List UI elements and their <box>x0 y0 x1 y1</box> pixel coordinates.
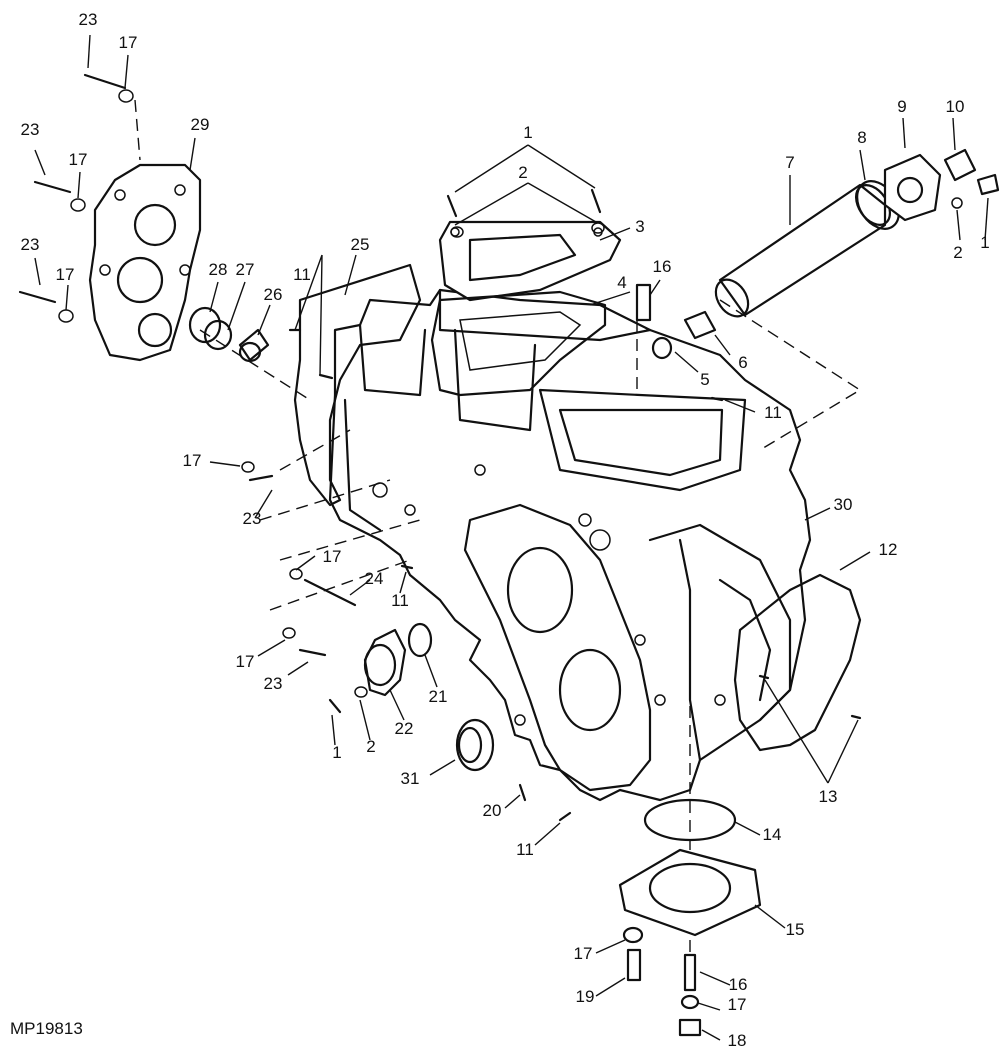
callout-8: 8 <box>857 128 866 147</box>
callout-5: 5 <box>700 370 709 389</box>
callout-15: 15 <box>786 920 805 939</box>
callout-17: 17 <box>236 652 255 671</box>
callout-17: 17 <box>728 995 747 1014</box>
top-cover <box>438 220 622 302</box>
callout-27: 27 <box>236 260 255 279</box>
right-gasket <box>733 573 862 752</box>
pump-housing <box>363 622 495 772</box>
filter-assembly <box>714 148 1000 318</box>
callout-7: 7 <box>785 153 794 172</box>
callout-12: 12 <box>879 540 898 559</box>
callout-20: 20 <box>483 801 502 820</box>
callout-10: 10 <box>946 97 965 116</box>
callout-23: 23 <box>243 509 262 528</box>
bearing-assembly <box>188 306 270 363</box>
alignment-lines <box>134 99 862 955</box>
callout-22: 22 <box>395 719 414 738</box>
callout-17: 17 <box>574 944 593 963</box>
callout-9: 9 <box>897 97 906 116</box>
callout-28: 28 <box>209 260 228 279</box>
end-plate <box>88 163 202 362</box>
callout-17: 17 <box>56 265 75 284</box>
callout-21: 21 <box>429 687 448 706</box>
callout-16: 16 <box>653 257 672 276</box>
callout-16: 16 <box>729 975 748 994</box>
callout-1: 1 <box>980 233 989 252</box>
callout-17: 17 <box>323 547 342 566</box>
callout-23: 23 <box>79 10 98 29</box>
callout-17: 17 <box>119 33 138 52</box>
callout-6: 6 <box>738 353 747 372</box>
callout-3: 3 <box>635 217 644 236</box>
figure-id: MP19813 <box>10 1019 83 1038</box>
callout-11: 11 <box>293 265 311 284</box>
callout-2: 2 <box>518 163 527 182</box>
callout-11: 11 <box>391 591 409 610</box>
top-gasket <box>430 290 607 397</box>
callout-4: 4 <box>617 273 626 292</box>
callout-2: 2 <box>953 243 962 262</box>
callout-26: 26 <box>264 285 283 304</box>
callout-25: 25 <box>351 235 370 254</box>
callout-18: 18 <box>728 1031 747 1050</box>
callout-11: 11 <box>764 403 782 422</box>
callout-17: 17 <box>183 451 202 470</box>
callout-31: 31 <box>401 769 420 788</box>
callout-23: 23 <box>264 674 283 693</box>
stud-top <box>635 283 652 322</box>
callout-2: 2 <box>366 737 375 756</box>
callout-14: 14 <box>763 825 782 844</box>
callout-30: 30 <box>834 495 853 514</box>
callout-13: 13 <box>819 787 838 806</box>
callout-19: 19 <box>576 987 595 1006</box>
bolts <box>18 73 862 822</box>
callout-24: 24 <box>365 569 384 588</box>
callout-1: 1 <box>523 123 532 142</box>
drain-plug <box>651 310 717 360</box>
callout-11: 11 <box>516 840 534 859</box>
callout-23: 23 <box>21 235 40 254</box>
bottom-flange <box>618 798 762 1037</box>
callout-1: 1 <box>332 743 341 762</box>
left-gasket <box>293 263 422 507</box>
callout-29: 29 <box>191 115 210 134</box>
leader-lines <box>34 34 989 1041</box>
callout-17: 17 <box>69 150 88 169</box>
callout-23: 23 <box>21 120 40 139</box>
